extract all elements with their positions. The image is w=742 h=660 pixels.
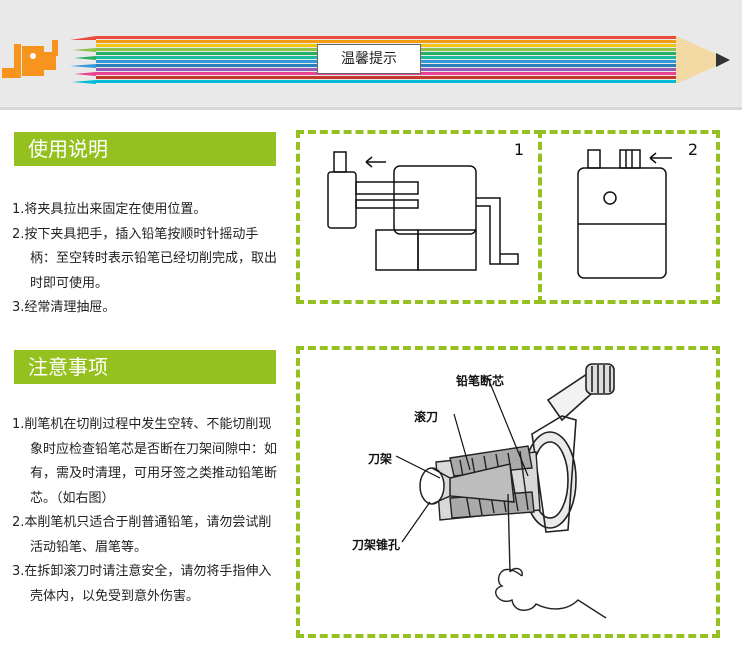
figure-2-frame: 2: [538, 130, 720, 304]
pencil-tip: [676, 36, 730, 84]
callout-blade-holder: 刀架: [368, 452, 393, 466]
usage-item-2: 2.按下夹具把手，插入铅笔按顺时针摇动手柄：至空转时表示铅笔已经切削完成，取出时…: [12, 226, 278, 291]
sharpener-side-view-illustration: [327, 151, 519, 271]
figure-3-frame: 铅笔断芯 滚刀 刀架 刀架锥孔: [296, 346, 720, 638]
banner: 温馨提示: [0, 0, 742, 110]
banner-title: 温馨提示: [317, 44, 421, 74]
figure-1-number: 1: [513, 140, 524, 159]
notes-item-1: 1.削笔机在切削过程中发生空转、不能切削现象时应检查铅笔芯是否断在刀架间隙中：如…: [12, 417, 278, 506]
figure-1-frame: 1: [296, 130, 542, 304]
sharpener-icon: [2, 40, 58, 78]
blade-mechanism-illustration: [395, 363, 615, 619]
notes-list: 1.削笔机在切削过程中发生空转、不能切削现象时应检查铅笔芯是否断在刀架间隙中：如…: [12, 413, 284, 609]
notes-heading: 注意事项: [14, 350, 276, 384]
figure-2-number: 2: [687, 140, 698, 159]
usage-item-3: 3.经常清理抽屉。: [12, 300, 116, 315]
usage-item-1: 1.将夹具拉出来固定在使用位置。: [12, 202, 207, 217]
callout-broken-lead: 铅笔断芯: [456, 374, 505, 388]
notes-item-2: 2.本削笔机只适合于削普通铅笔，请勿尝试削活动铅笔、眉笔等。: [12, 515, 272, 555]
sharpener-front-view-illustration: [577, 149, 672, 279]
usage-heading: 使用说明: [14, 132, 276, 166]
usage-list: 1.将夹具拉出来固定在使用位置。 2.按下夹具把手，插入铅笔按顺时针摇动手柄：至…: [12, 198, 284, 321]
callout-holder-hole: 刀架锥孔: [352, 538, 401, 552]
callout-roller-blade: 滚刀: [414, 410, 439, 424]
notes-item-3: 3.在拆卸滚刀时请注意安全，请勿将手指伸入壳体内，以免受到意外伤害。: [12, 564, 272, 604]
